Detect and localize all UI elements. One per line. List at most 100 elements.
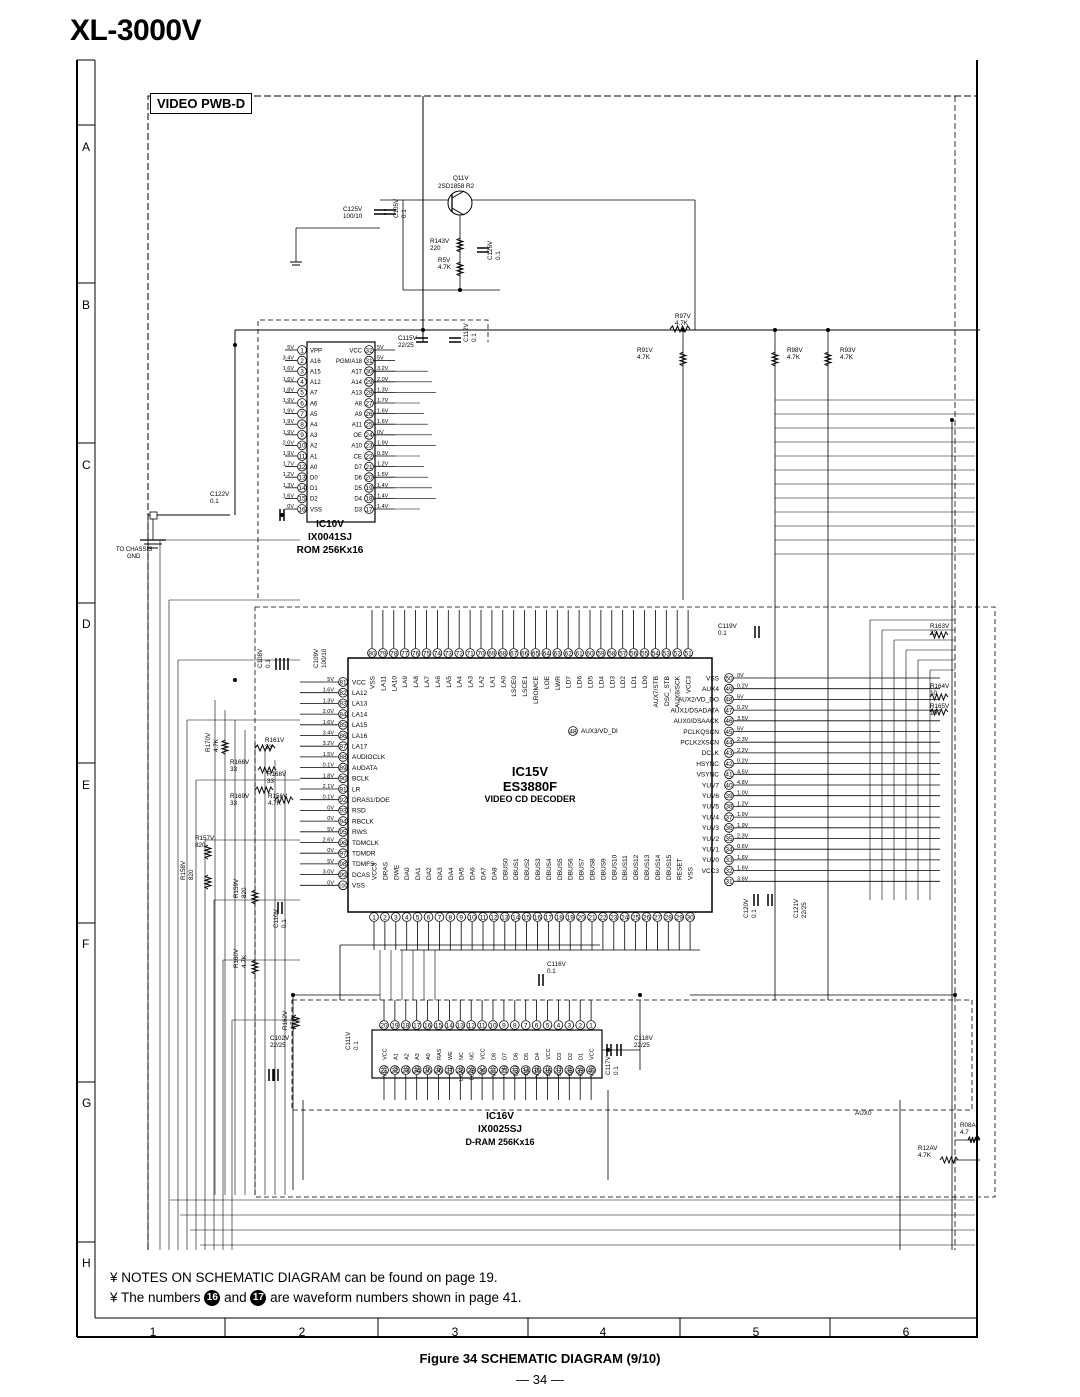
ic10-pin-voltage: 1.9V (283, 398, 295, 404)
ic15-part: ES3880F (502, 779, 558, 794)
ic15-pin-name: LD4 (598, 676, 605, 688)
ic15-pin-name: DA0 (404, 867, 411, 880)
pin-marker (379, 1065, 389, 1075)
pin-number: 8 (448, 914, 452, 921)
pin-marker (553, 1020, 564, 1030)
pin-number: 5 (416, 914, 420, 921)
row-letter: C (82, 458, 91, 472)
ic10-pin-name: A9 (355, 412, 363, 418)
ic15-pin-name: LA4 (457, 676, 464, 688)
component-value: 33 (230, 766, 238, 773)
ic15-pin-voltage: 0V (327, 848, 334, 854)
pin-number: 50 (725, 675, 733, 682)
ic10-outline (257, 319, 489, 598)
component-ref: R170V (205, 732, 212, 752)
ic15-pin-name: VCC3 (686, 676, 693, 694)
pin-marker (508, 648, 519, 658)
pin-marker (724, 876, 734, 887)
ic15-pin-name: LROMCE (533, 675, 540, 703)
ic10-pin-voltage: 0V (287, 504, 294, 510)
pin-marker (390, 1020, 400, 1030)
ic10-pin-name: CE (354, 454, 362, 460)
component-value: 820 (195, 842, 206, 849)
pin-marker (585, 648, 595, 658)
ic15-pin-name: VSS (688, 866, 695, 880)
component-value: 0.1 (495, 251, 502, 260)
ic15-pin-voltage: 0.1V (323, 763, 335, 769)
pin-marker (476, 648, 486, 658)
component-ref: C116V (547, 961, 567, 968)
pin-number: 7 (300, 411, 304, 418)
pin-number: 22 (365, 453, 373, 460)
ic15-pin-voltage: 1.9V (737, 823, 749, 829)
component-value: 22/25 (801, 902, 808, 918)
ic15-pin-voltage: 1.3V (323, 698, 335, 704)
column-number: 1 (149, 1325, 157, 1339)
pin-marker (652, 912, 663, 922)
junction-dot (233, 343, 237, 347)
pin-number: 86 (339, 733, 347, 740)
pin-marker (422, 1065, 433, 1075)
pin-number: 17 (545, 914, 553, 921)
ic15-pin-voltage: 1.2V (737, 801, 749, 807)
ic15-pin-voltage: 0V (327, 880, 334, 886)
ic15-pin-name: DBUS12 (633, 854, 640, 880)
ic16-pin-name: A5 (404, 1066, 410, 1073)
ic16-pin-name: OE (448, 1066, 454, 1074)
ic15-pin-voltage: 3.4V (323, 731, 335, 737)
pin-marker (297, 440, 307, 451)
pin-number: 28 (365, 390, 373, 397)
pin-marker (587, 912, 597, 922)
ic15-pin-voltage: 3.2V (323, 741, 335, 747)
ic10-pin-voltage: 1.9V (377, 440, 389, 446)
aux3-label: AUX3/VD_DI (581, 728, 618, 735)
pin-marker (411, 1020, 422, 1030)
ic15-pin-name: AUX1/DSADATA (670, 707, 719, 714)
component-ref: R5V (438, 257, 451, 264)
component-value: 0.1 (471, 333, 478, 342)
pin-marker (364, 472, 374, 483)
ic10-pin-name: A10 (351, 444, 362, 450)
ic15-pin-name: DBUS9 (600, 858, 607, 880)
pin-number: 58 (608, 650, 616, 657)
component-ref: R156V (268, 793, 288, 800)
component-value: 33 (930, 630, 938, 637)
pin-marker (364, 408, 374, 419)
component-value: 33 (265, 744, 273, 751)
pin-marker (576, 912, 586, 922)
ic10-pin-voltage: 1.2V (283, 472, 295, 478)
pin-number: 31 (365, 358, 373, 365)
ic15-pin-name: DA6 (470, 867, 477, 880)
pin-marker (364, 355, 374, 366)
component-ref: C125V (343, 206, 363, 213)
ic15-pin-voltage: 0V (327, 805, 334, 811)
pin-number: 9 (502, 1022, 506, 1029)
pin-number: 39 (577, 1067, 585, 1074)
pin-number: 76 (412, 650, 420, 657)
note-text: ¥ NOTES ON SCHEMATIC DIAGRAM can be foun… (110, 1270, 498, 1285)
pin-number: 64 (543, 650, 551, 657)
pin-number: 53 (663, 650, 671, 657)
ic15-pin-name: LA10 (391, 676, 398, 692)
junction-dot (606, 1048, 610, 1052)
pin-number: 35 (533, 1067, 541, 1074)
pin-number: 1 (589, 1022, 593, 1029)
pin-number: 36 (544, 1067, 552, 1074)
pin-number: 24 (413, 1067, 421, 1074)
pin-marker (521, 912, 532, 922)
pin-marker (586, 1065, 596, 1075)
component-value: 4.7K (213, 738, 220, 752)
pin-marker (380, 912, 390, 922)
ic10-pin-name: A5 (310, 412, 318, 418)
ic10-pin-name: VSS (310, 507, 322, 513)
pin-number: 94 (339, 818, 347, 825)
pin-number: 62 (565, 650, 573, 657)
component-ref: C117V (605, 1055, 612, 1075)
pin-marker (608, 912, 619, 922)
pin-marker (724, 683, 734, 694)
ic15-pin-name: DBUS10 (611, 854, 618, 880)
pin-marker (433, 1065, 444, 1075)
ic10-pin-name: A8 (355, 401, 363, 407)
ic10-pin-voltage: 5V (377, 356, 384, 362)
